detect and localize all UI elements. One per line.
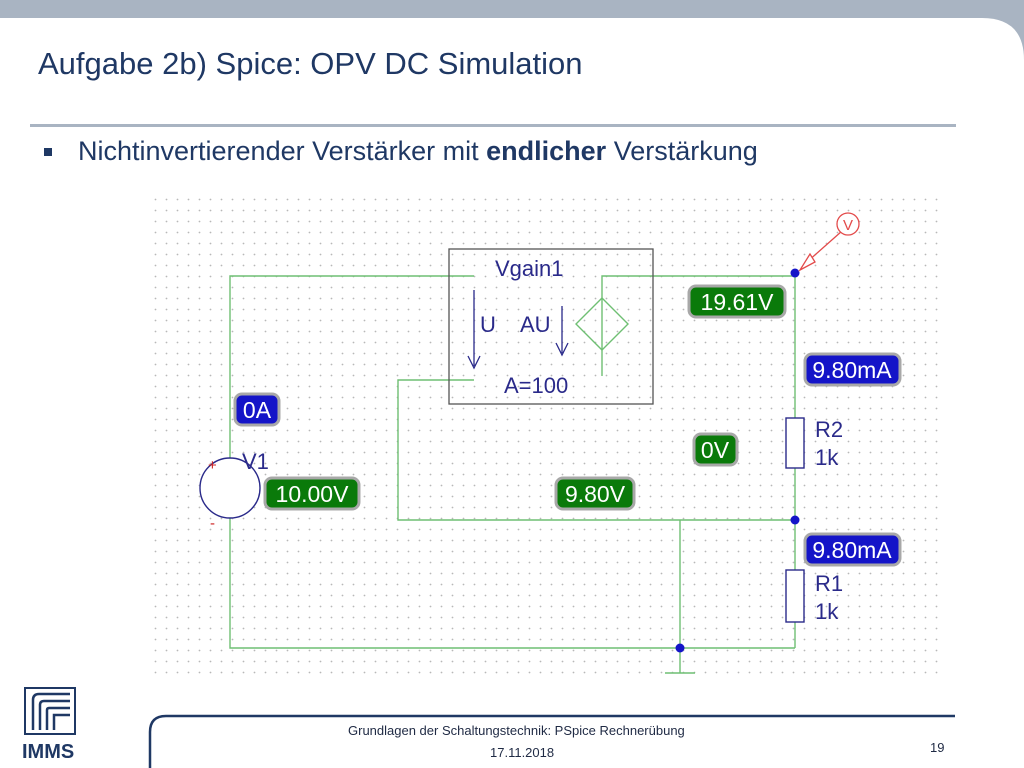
source-name: V1	[242, 449, 269, 474]
footer-line	[148, 714, 955, 768]
bullet-text: Nichtinvertierender Verstärker mit endli…	[78, 136, 758, 167]
bullet-text-before: Nichtinvertierender Verstärker mit	[78, 136, 487, 166]
r1-value: 1k	[815, 599, 839, 624]
junctions	[675, 268, 800, 653]
bullet-text-bold: endlicher	[486, 136, 607, 166]
r1-name: R1	[815, 571, 843, 596]
opamp-gain: A=100	[504, 373, 568, 398]
r2-name: R2	[815, 417, 843, 442]
current-label-r2-text: 9.80mA	[812, 357, 892, 383]
input-arrowhead-icon	[467, 355, 481, 370]
probe-label: V	[843, 217, 853, 234]
logo-text: IMMS	[22, 741, 74, 763]
junction-output	[790, 268, 800, 278]
voltage-label-feedback[interactable]: 9.80V	[554, 476, 636, 511]
voltage-label-diff-text: 0V	[701, 437, 730, 463]
voltage-label-source-text: 10.00V	[276, 481, 350, 507]
voltage-probe-icon[interactable]	[836, 212, 860, 236]
wire-input-top	[229, 275, 474, 458]
wire-feedback	[397, 379, 795, 521]
current-label-r2[interactable]: 9.80mA	[803, 352, 902, 387]
opamp-input-label: U	[480, 312, 496, 337]
opamp-name: Vgain1	[495, 256, 564, 281]
current-label-source[interactable]: 0A	[233, 392, 281, 427]
output-arrowhead-icon	[555, 342, 569, 357]
footer-page-number: 19	[930, 740, 945, 755]
voltage-label-feedback-text: 9.80V	[565, 481, 626, 507]
r2-value: 1k	[815, 445, 839, 470]
source-plus: +	[208, 457, 217, 474]
bullet-text-after: Verstärkung	[606, 136, 758, 166]
bullet-icon	[44, 148, 52, 156]
controlled-source-icon	[575, 297, 629, 351]
schematic-wires	[229, 275, 796, 674]
resistor-r2-icon[interactable]	[785, 417, 805, 469]
opamp-box[interactable]	[448, 248, 654, 405]
wire-output	[601, 275, 795, 376]
probe-lead	[806, 230, 843, 263]
current-label-source-text: 0A	[243, 397, 272, 423]
current-label-r1-text: 9.80mA	[812, 537, 892, 563]
probe-tip-icon	[798, 252, 816, 272]
slide-title: Aufgabe 2b) Spice: OPV DC Simulation	[38, 46, 583, 81]
title-underline	[30, 124, 956, 127]
voltage-source-icon[interactable]	[199, 457, 261, 519]
source-minus: -	[210, 515, 215, 532]
junction-ground	[675, 643, 685, 653]
imms-logo: IMMS	[22, 687, 76, 763]
current-label-r1[interactable]: 9.80mA	[803, 532, 902, 567]
voltage-label-out-text: 19.61V	[701, 289, 775, 315]
voltage-label-out[interactable]: 19.61V	[687, 284, 787, 319]
opamp-output-label: AU	[520, 312, 551, 337]
wire-ground-bus	[229, 518, 795, 649]
footer-date: 17.11.2018	[490, 745, 555, 760]
footer-course: Grundlagen der Schaltungstechnik: PSpice…	[348, 723, 685, 738]
resistor-r1-icon[interactable]	[785, 569, 805, 623]
voltage-label-source[interactable]: 10.00V	[263, 476, 361, 511]
junction-feedback	[790, 515, 800, 525]
voltage-label-diff[interactable]: 0V	[692, 432, 739, 467]
